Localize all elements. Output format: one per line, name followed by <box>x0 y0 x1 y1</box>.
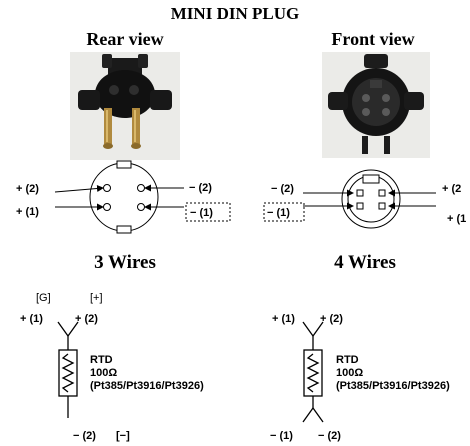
rear-pin-plus-1: + (1) <box>16 206 39 218</box>
bracket-plus-label: [+] <box>90 292 103 304</box>
front-pin-plus-2: + (2 <box>442 183 461 195</box>
four-wire-top-right: + (2) <box>320 313 343 325</box>
bracket-g-label: [G] <box>36 292 51 304</box>
four-wire-resistance: 100Ω <box>336 367 363 379</box>
rear-pin-minus-2: − (2) <box>189 182 212 194</box>
rear-view-photo <box>70 52 180 160</box>
three-wire-types: (Pt385/Pt3916/Pt3926) <box>90 380 204 392</box>
three-wires-title: 3 Wires <box>94 252 156 273</box>
front-pin-minus-1-box <box>263 202 305 222</box>
three-wire-rtd-symbol <box>57 321 79 418</box>
three-wire-bottom: − (2) <box>73 430 96 442</box>
four-wires-title: 4 Wires <box>334 252 396 273</box>
three-wire-top-right: + (2) <box>75 313 98 325</box>
rear-pin-minus-1: − (1) <box>190 207 213 219</box>
four-wire-top-left: + (1) <box>272 313 295 325</box>
rear-pin-plus-2: + (2) <box>16 183 39 195</box>
front-view-photo <box>322 52 430 158</box>
four-wire-bottom-right: − (2) <box>318 430 341 442</box>
three-wire-sensor-name: RTD <box>90 354 113 366</box>
three-wire-resistance: 100Ω <box>90 367 117 379</box>
rear-view-title: Rear view <box>86 29 164 49</box>
four-wire-bottom-left: − (1) <box>270 430 293 442</box>
front-pin-minus-2: − (2) <box>271 183 294 195</box>
four-wire-sensor-name: RTD <box>336 354 359 366</box>
page-title: MINI DIN PLUG <box>170 4 300 23</box>
four-wire-rtd-symbol <box>302 321 324 423</box>
front-connector-schematic <box>303 169 436 229</box>
rear-connector-schematic <box>54 160 184 234</box>
four-wire-types: (Pt385/Pt3916/Pt3926) <box>336 380 450 392</box>
three-wire-top-left: + (1) <box>20 313 43 325</box>
rear-pin-minus-1-box <box>185 202 231 222</box>
bracket-minus-label: [−] <box>116 430 130 442</box>
front-view-title: Front view <box>331 29 415 49</box>
front-pin-minus-1: − (1) <box>267 207 290 219</box>
front-pin-plus-1: + (1 <box>447 213 466 225</box>
